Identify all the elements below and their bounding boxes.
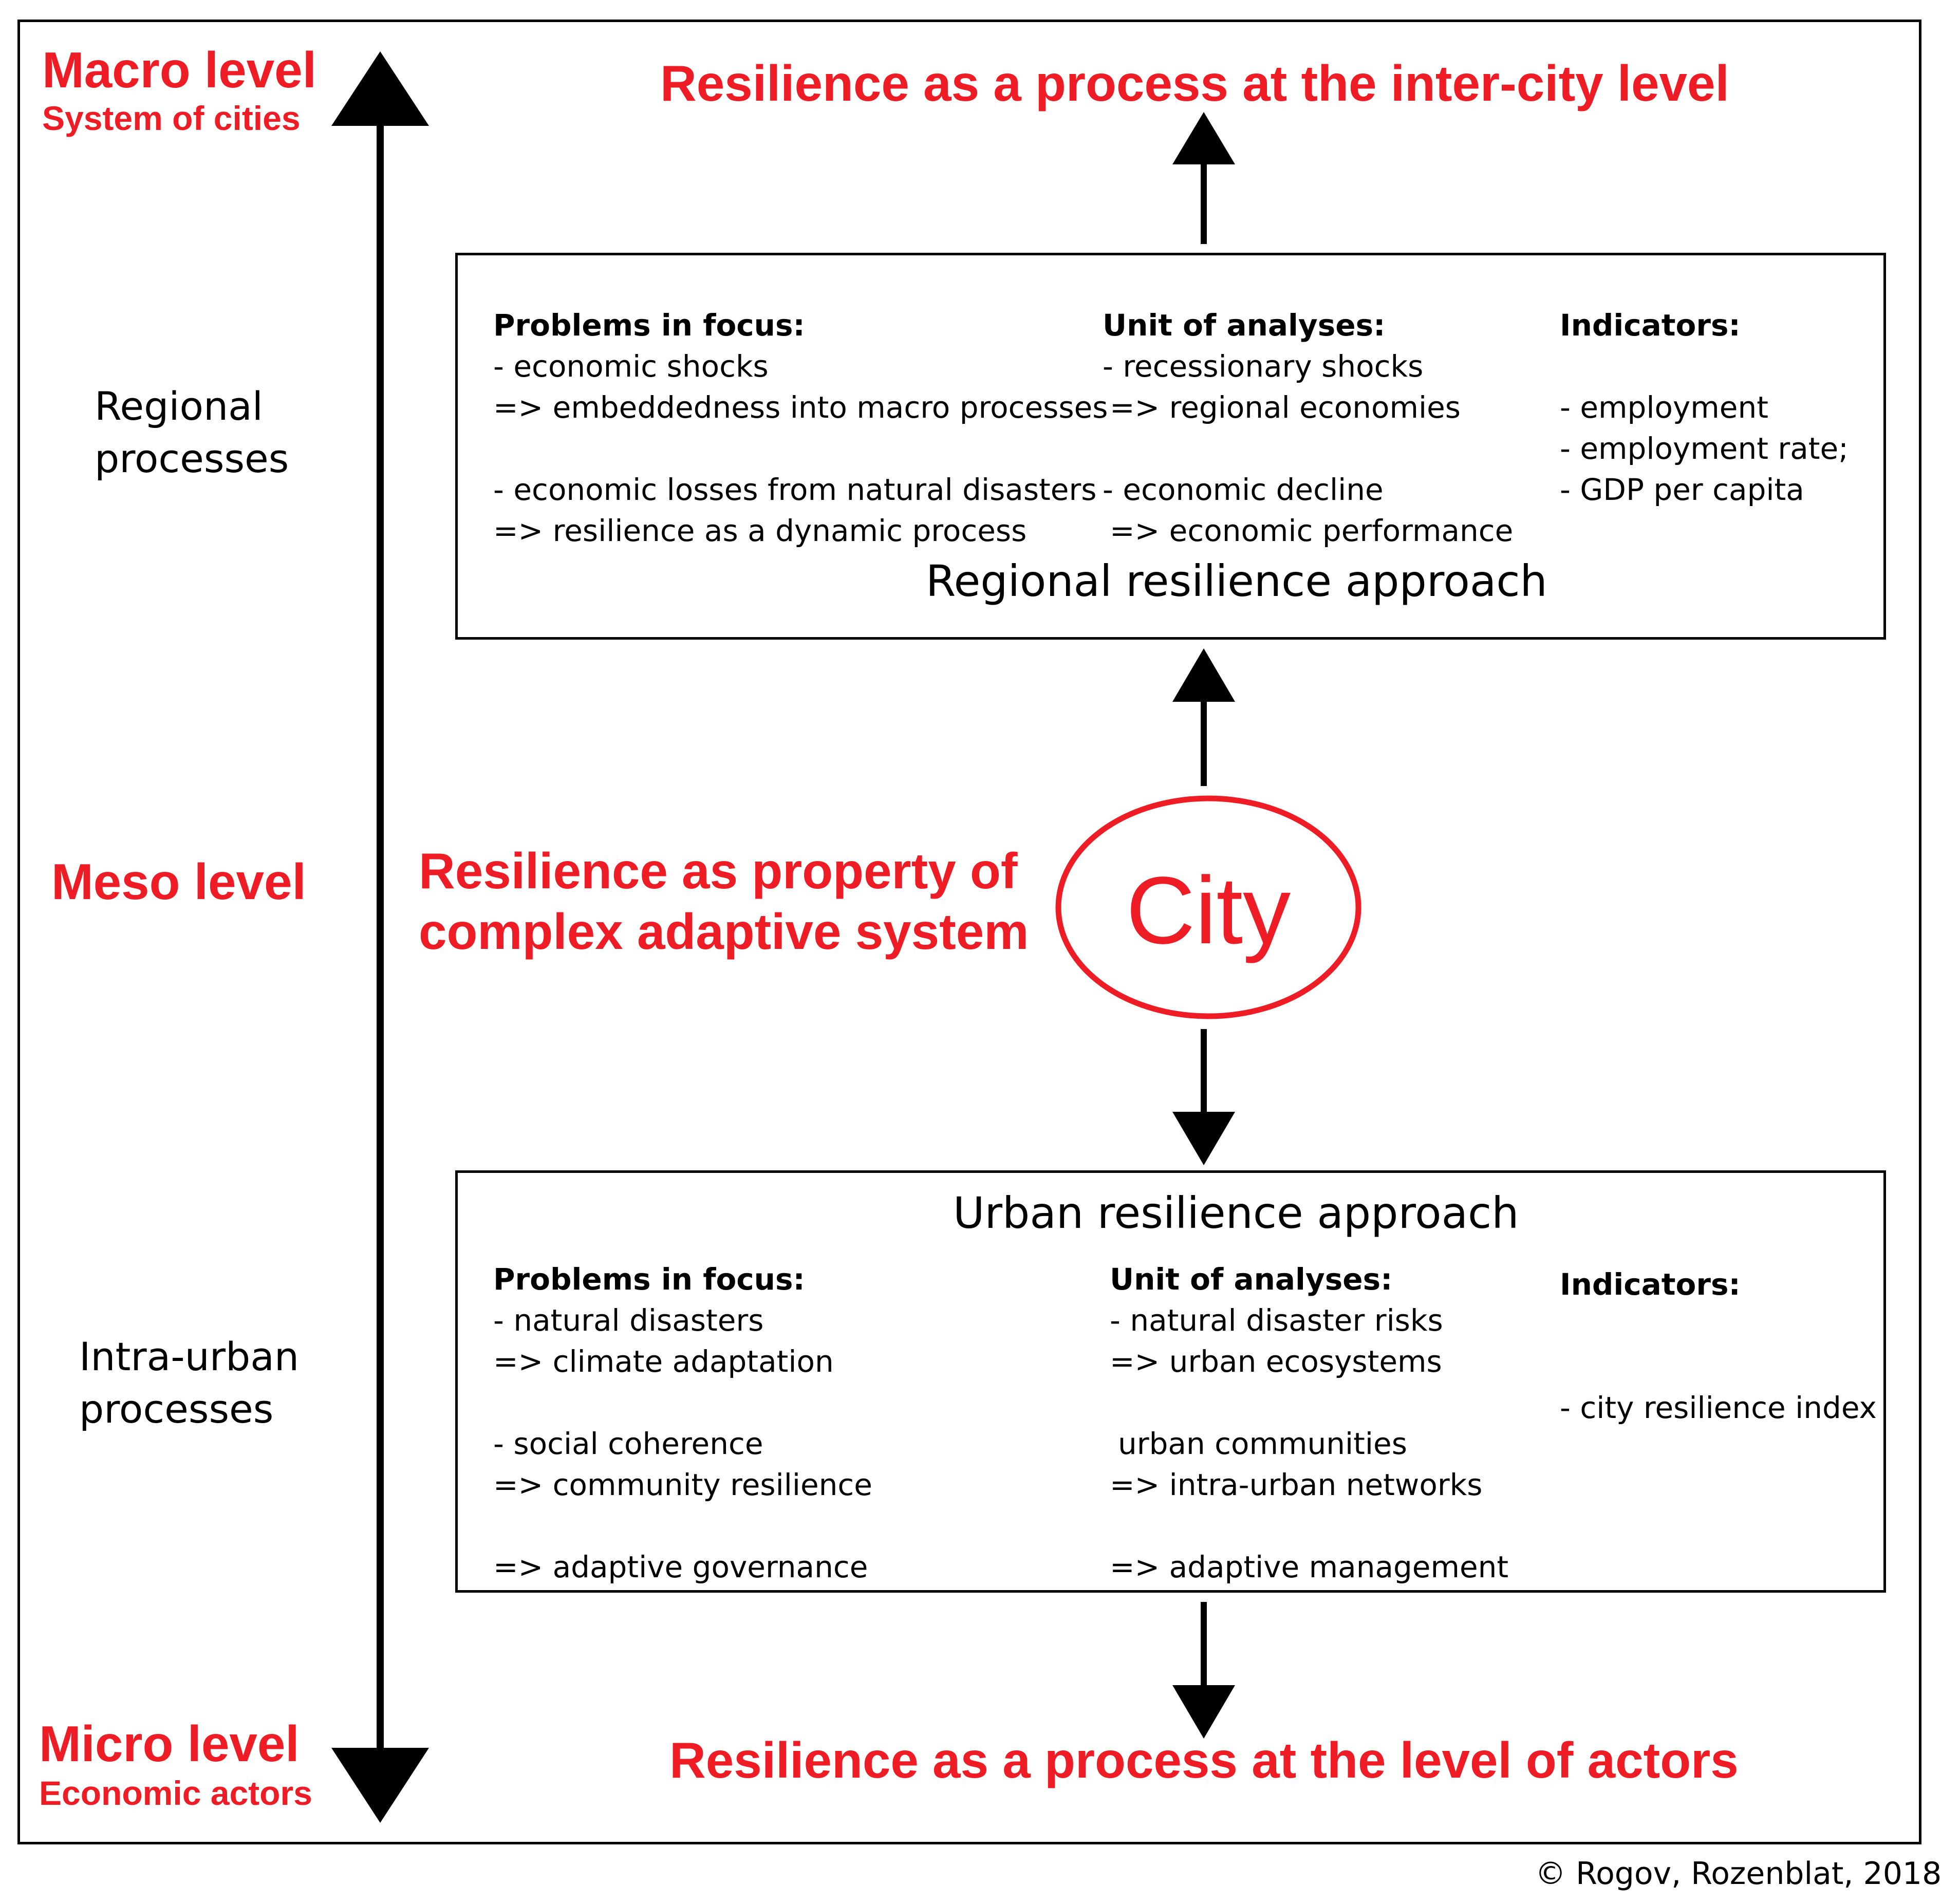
- diagram-frame: [17, 20, 1921, 1844]
- level-axis-arrow-up: [331, 51, 429, 126]
- arrow-to-actors-head: [1172, 1685, 1235, 1739]
- regional-units-header: Unit of analyses:: [1103, 308, 1386, 343]
- regional-resilience-box: [455, 253, 1886, 640]
- urban-units-column: Unit of analyses: - natural disaster ris…: [1110, 1259, 1508, 1588]
- regional-problem-item: => resilience as a dynamic process: [493, 513, 1027, 548]
- regional-processes-label: Regional processes: [95, 380, 289, 485]
- regional-problems-header: Problems in focus:: [493, 308, 805, 343]
- urban-problems-header: Problems in focus:: [493, 1262, 805, 1297]
- regional-problems-column: Problems in focus: - economic shocks => …: [493, 305, 1108, 551]
- regional-unit-item: => regional economies: [1110, 390, 1461, 425]
- arrow-to-inter-city-head: [1172, 112, 1235, 164]
- intra-urban-processes-line2: processes: [79, 1386, 274, 1432]
- regional-indicator-item: - GDP per capita: [1560, 472, 1804, 507]
- urban-indicators-column: Indicators: - city resilience index: [1560, 1264, 1877, 1428]
- city-ellipse: [1055, 795, 1361, 1019]
- level-axis-arrow-down: [331, 1748, 429, 1823]
- micro-level-label: Micro level: [39, 1715, 300, 1772]
- urban-problem-item: - natural disasters: [493, 1303, 764, 1338]
- regional-indicators-column: Indicators: - employment - employment ra…: [1560, 305, 1849, 510]
- urban-unit-item: - natural disaster risks: [1110, 1303, 1443, 1338]
- urban-unit-item: urban communities: [1118, 1426, 1407, 1461]
- regional-unit-item: - economic decline: [1103, 472, 1384, 507]
- complex-system-line1: Resilience as property of: [419, 843, 1018, 899]
- regional-unit-item: => economic performance: [1110, 513, 1514, 548]
- meso-level-label: Meso level: [51, 853, 306, 910]
- intra-urban-processes-label: Intra-urban processes: [79, 1331, 299, 1435]
- urban-problem-item: => adaptive governance: [493, 1550, 868, 1584]
- regional-unit-item: - recessionary shocks: [1103, 349, 1424, 384]
- complex-system-text: Resilience as property of complex adapti…: [419, 841, 1029, 962]
- arrow-city-to-urban-head: [1172, 1112, 1235, 1165]
- urban-units-header: Unit of analyses:: [1110, 1262, 1393, 1297]
- urban-problems-column: Problems in focus: - natural disasters =…: [493, 1259, 872, 1588]
- urban-unit-item: => urban ecosystems: [1110, 1344, 1442, 1379]
- urban-indicator-item: - city resilience index: [1560, 1390, 1877, 1425]
- city-label: City: [1126, 857, 1291, 964]
- inter-city-heading: Resilience as a process at the inter-cit…: [660, 55, 1729, 111]
- urban-problem-item: => climate adaptation: [493, 1344, 834, 1379]
- macro-level-sublabel: System of cities: [42, 99, 301, 137]
- urban-resilience-box: [455, 1170, 1886, 1593]
- intra-urban-processes-line1: Intra-urban: [79, 1334, 300, 1379]
- regional-processes-line2: processes: [95, 436, 289, 481]
- regional-indicators-header: Indicators:: [1560, 308, 1741, 343]
- urban-problem-item: - social coherence: [493, 1426, 763, 1461]
- regional-indicator-item: - employment rate;: [1560, 431, 1849, 466]
- complex-system-line2: complex adaptive system: [419, 903, 1029, 960]
- urban-unit-item: => adaptive management: [1110, 1550, 1509, 1584]
- regional-problem-item: => embeddedness into macro processes: [493, 390, 1108, 425]
- arrow-city-to-regional-head: [1172, 648, 1235, 702]
- micro-level-sublabel: Economic actors: [39, 1774, 312, 1812]
- regional-processes-line1: Regional: [95, 383, 263, 429]
- macro-level-label: Macro level: [42, 42, 316, 98]
- actors-heading: Resilience as a process at the level of …: [669, 1732, 1739, 1788]
- copyright-text: © Rogov, Rozenblat, 2018: [1535, 1856, 1941, 1892]
- urban-indicators-header: Indicators:: [1560, 1267, 1741, 1302]
- regional-units-column: Unit of analyses: - recessionary shocks …: [1103, 305, 1513, 551]
- urban-unit-item: => intra-urban networks: [1110, 1467, 1483, 1502]
- regional-problem-item: - economic shocks: [493, 349, 769, 384]
- regional-problem-item: - economic losses from natural disasters: [493, 472, 1097, 507]
- regional-resilience-title: Regional resilience approach: [926, 556, 1547, 606]
- urban-resilience-title: Urban resilience approach: [953, 1188, 1519, 1238]
- urban-problem-item: => community resilience: [493, 1467, 872, 1502]
- regional-indicator-item: - employment: [1560, 390, 1768, 425]
